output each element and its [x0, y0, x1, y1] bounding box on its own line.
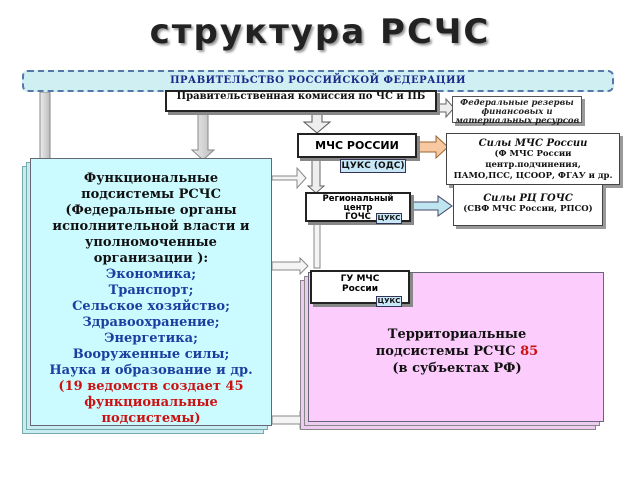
functional-item-transport: Транспорт; — [108, 283, 194, 298]
regional-to-rc-arrow — [410, 195, 453, 217]
reserves-line-3: материальных ресурсов — [454, 116, 580, 126]
mchs-to-forces-arrow — [417, 134, 449, 160]
forces-line-1: (Ф МЧС России центр.подчинения, — [485, 149, 581, 170]
functional-item-health: Здравоохранение; — [82, 315, 220, 330]
functional-item-energy: Энергетика; — [104, 331, 198, 346]
functional-note: (19 ведомств создает 45 функциональные п… — [58, 379, 244, 426]
territorial-line-1: Территориальные — [387, 327, 527, 342]
territorial-line-2: подсистемы РСЧС 85 — [330, 343, 584, 360]
rc-forces-box: Силы РЦ ГОЧС (СВФ МЧС России, РПСО) — [453, 184, 603, 226]
commission-to-reserves-arrow — [436, 97, 455, 119]
reserves-line-2: финансовых и — [481, 107, 553, 117]
mchs-tsuks-tag: ЦУКС (ОДС) — [340, 159, 406, 173]
mchs-box: МЧС РОССИИ — [297, 133, 417, 158]
functional-item-agriculture: Сельское хозяйство; — [72, 299, 230, 314]
territorial-text: Территориальные подсистемы РСЧС 85 (в су… — [330, 326, 584, 377]
regional-tsuks-tag: ЦУКС — [376, 213, 402, 224]
reserves-line-1: Федеральные резервы — [460, 98, 574, 108]
rc-forces-title: Силы РЦ ГОЧС — [483, 193, 573, 204]
forces-title: Силы МЧС России — [478, 138, 588, 149]
territorial-count: 85 — [520, 344, 539, 359]
territorial-line-3: (в субъектах РФ) — [392, 361, 522, 376]
commission-to-mchs-arrow — [302, 111, 332, 134]
rc-forces-line-1: (СВФ МЧС России, РПСО) — [463, 204, 593, 214]
regional-label-2: ГОЧС — [345, 212, 371, 222]
gu-label-2: России — [341, 284, 379, 294]
functional-heading: Функциональные подсистемы РСЧС (Федераль… — [52, 171, 250, 266]
territorial-line-2-prefix: подсистемы РСЧС — [375, 344, 521, 359]
functional-subsystems-box: Функциональные подсистемы РСЧС (Федераль… — [30, 158, 272, 426]
functional-item-science: Наука и образование и др. — [49, 363, 253, 378]
functional-item-economy: Экономика; — [105, 267, 197, 282]
mchs-to-regional-arrow — [306, 157, 326, 194]
regional-label-1: Региональный центр — [322, 194, 394, 213]
forces-line-2: ПАМО,ПСС, ЦСООР, ФГАУ и др. — [453, 171, 613, 181]
mchs-forces-box: Силы МЧС России (Ф МЧС России центр.подч… — [446, 133, 620, 185]
gu-tsuks-tag: ЦУКС — [376, 296, 402, 307]
government-bar: ПРАВИТЕЛЬСТВО РОССИЙСКОЙ ФЕДЕРАЦИИ — [22, 70, 614, 92]
functional-item-armed-forces: Вооруженные силы; — [72, 347, 230, 362]
diagram-title: структура РСЧС — [149, 12, 491, 52]
commission-box: Правительственная комиссия по ЧС и ПБ — [165, 90, 437, 112]
federal-reserves-box: Федеральные резервы финансовых и материа… — [452, 96, 582, 126]
gu-mchs-box: ГУ МЧС России — [310, 270, 410, 304]
regional-center-box: Региональный центр ГОЧС — [305, 192, 411, 222]
gu-label-1: ГУ МЧС — [340, 274, 380, 284]
